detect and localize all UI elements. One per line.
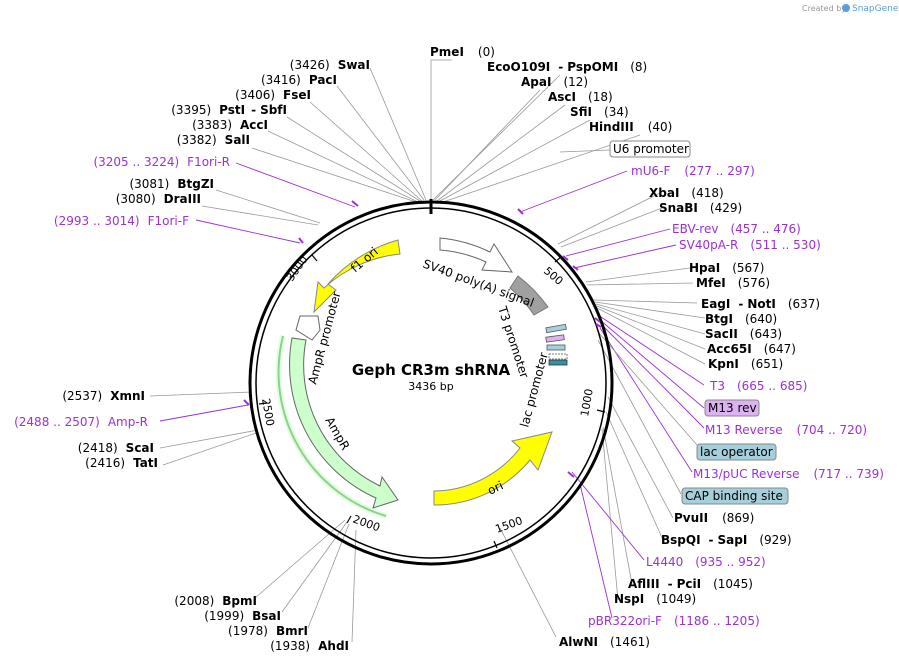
- svg-text:(2008)BpmI: (2008)BpmI: [174, 594, 257, 608]
- tick-2500: 2500: [259, 397, 277, 427]
- leader-lines: [149, 59, 706, 643]
- svg-text:EagI-NotI(637): EagI-NotI(637): [701, 297, 820, 311]
- t3-feature[interactable]: [548, 353, 568, 360]
- ori-arrow[interactable]: [433, 431, 553, 506]
- svg-text:(3383)AccI: (3383)AccI: [192, 118, 268, 132]
- svg-text:(2416)TatI: (2416)TatI: [85, 456, 158, 470]
- right-primers: mU6-F(277 .. 297) EBV-rev(457 .. 476) SV…: [588, 164, 884, 628]
- svg-text:AflIII-PciI(1045): AflIII-PciI(1045): [628, 577, 753, 591]
- svg-text:BspQI-SapI(929): BspQI-SapI(929): [661, 533, 792, 547]
- svg-text:KpnI(651): KpnI(651): [708, 357, 783, 371]
- svg-text:XbaI(418): XbaI(418): [649, 186, 724, 200]
- ampr-arrow[interactable]: [289, 337, 399, 509]
- svg-text:SnaBI(429): SnaBI(429): [659, 201, 742, 215]
- svg-text:mU6-F(277 .. 297): mU6-F(277 .. 297): [631, 164, 755, 178]
- svg-text:(1999)BsaI: (1999)BsaI: [204, 609, 281, 623]
- tick-1500: 1500: [494, 514, 525, 536]
- svg-text:EBV-rev(457 .. 476): EBV-rev(457 .. 476): [672, 222, 801, 236]
- svg-text:(3406)FseI: (3406)FseI: [235, 88, 311, 102]
- left-primers: (3205 .. 3224)F1ori-R (2993 .. 3014)F1or…: [14, 155, 230, 429]
- label-hindiii: HindIII(40): [589, 120, 672, 134]
- svg-text:BtgI(640): BtgI(640): [705, 312, 777, 326]
- svg-text:SV40pA-R(511 .. 530): SV40pA-R(511 .. 530): [679, 238, 821, 252]
- left-labels: (3426)SwaI (3416)PacI (3406)FseI (3395)P…: [62, 58, 370, 653]
- plasmid-length: 3436 bp: [408, 380, 453, 393]
- primer-marks: [243, 200, 602, 478]
- credit-prefix: Created by: [802, 4, 846, 13]
- svg-text:(3081)BtgZI: (3081)BtgZI: [129, 177, 214, 191]
- label-apai: ApaI(12): [521, 75, 588, 89]
- svg-text:L4440(935 .. 952): L4440(935 .. 952): [646, 555, 766, 569]
- f1ori-arrow[interactable]: [313, 239, 401, 314]
- svg-text:M13 Reverse(704 .. 720): M13 Reverse(704 .. 720): [705, 423, 867, 437]
- svg-text:(2418)ScaI: (2418)ScaI: [78, 441, 154, 455]
- svg-text:(3382)SalI: (3382)SalI: [177, 133, 250, 147]
- svg-text:(1978)BmrI: (1978)BmrI: [228, 624, 308, 638]
- m13-rev-label: M13 rev: [708, 401, 757, 415]
- svg-text:(3205 .. 3224)F1ori-R: (3205 .. 3224)F1ori-R: [93, 155, 230, 169]
- lac-promoter-feature[interactable]: [548, 359, 568, 366]
- svg-text:NspI(1049): NspI(1049): [614, 592, 696, 606]
- lac-operator-feature[interactable]: [545, 323, 567, 334]
- svg-text:HpaI(567): HpaI(567): [689, 261, 764, 275]
- label-sfii: SfiI(34): [570, 105, 629, 119]
- svg-text:(1938)AhdI: (1938)AhdI: [270, 639, 349, 653]
- svg-text:T3(665 .. 685): T3(665 .. 685): [709, 379, 807, 393]
- lac-operator-label: lac operator: [700, 445, 773, 459]
- cap-binding-box[interactable]: [681, 487, 789, 505]
- label-eco: EcoO109I-PspOMI(8): [487, 60, 647, 74]
- tick-3000: 3000: [284, 253, 311, 283]
- label-pmei: PmeI(0): [430, 45, 495, 59]
- svg-text:(3080)DraIII: (3080)DraIII: [116, 192, 201, 206]
- svg-text:MfeI(576): MfeI(576): [696, 276, 770, 290]
- cap-binding-label: CAP binding site: [685, 489, 783, 503]
- sv40-arrow[interactable]: [439, 237, 513, 273]
- plasmid-name: Geph CR3m shRNA: [352, 361, 511, 379]
- u6-box-label: U6 promoter: [613, 142, 689, 156]
- u6-box[interactable]: [609, 140, 691, 158]
- svg-text:(2537)XmnI: (2537)XmnI: [62, 389, 145, 403]
- label-asci: AscI(18): [548, 90, 613, 104]
- right-labels: XbaI(418) SnaBI(429) HpaI(567) MfeI(576)…: [559, 186, 820, 649]
- svg-text:pBR322ori-F(1186 .. 1205): pBR322ori-F(1186 .. 1205): [588, 614, 760, 628]
- svg-text:(2993 .. 3014)F1ori-F: (2993 .. 3014)F1ori-F: [54, 214, 189, 228]
- lac-operator-box[interactable]: [696, 443, 777, 461]
- svg-text:AlwNI(1461): AlwNI(1461): [559, 635, 650, 649]
- leader-eco: [432, 74, 561, 201]
- svg-text:(3426)SwaI: (3426)SwaI: [290, 58, 370, 72]
- cap-feature[interactable]: [546, 344, 566, 351]
- ampr-promoter-arrow[interactable]: [295, 315, 321, 341]
- ori-label: ori: [485, 478, 505, 497]
- svg-text:M13/pUC Reverse(717 .. 739): M13/pUC Reverse(717 .. 739): [693, 467, 884, 481]
- svg-text:(3416)PacI: (3416)PacI: [261, 73, 337, 87]
- ring-ticks: [258, 254, 606, 549]
- svg-text:PvuII(869): PvuII(869): [674, 511, 754, 525]
- svg-text:Acc65I(647): Acc65I(647): [707, 342, 796, 356]
- leader-pmei: [430, 59, 452, 200]
- snapgene-logo-icon: [842, 4, 850, 12]
- m13-feature[interactable]: [545, 334, 565, 343]
- m13-rev-box[interactable]: [704, 399, 760, 417]
- svg-text:(2488 .. 2507)Amp-R: (2488 .. 2507)Amp-R: [14, 415, 148, 429]
- credit-brand: SnapGene: [852, 4, 899, 14]
- primer-lines: [159, 162, 705, 619]
- tick-1000: 1000: [578, 388, 596, 418]
- svg-text:SacII(643): SacII(643): [705, 327, 782, 341]
- gray-feature[interactable]: [509, 275, 549, 316]
- svg-text:(3395)PstI-SbfI: (3395)PstI-SbfI: [171, 103, 287, 117]
